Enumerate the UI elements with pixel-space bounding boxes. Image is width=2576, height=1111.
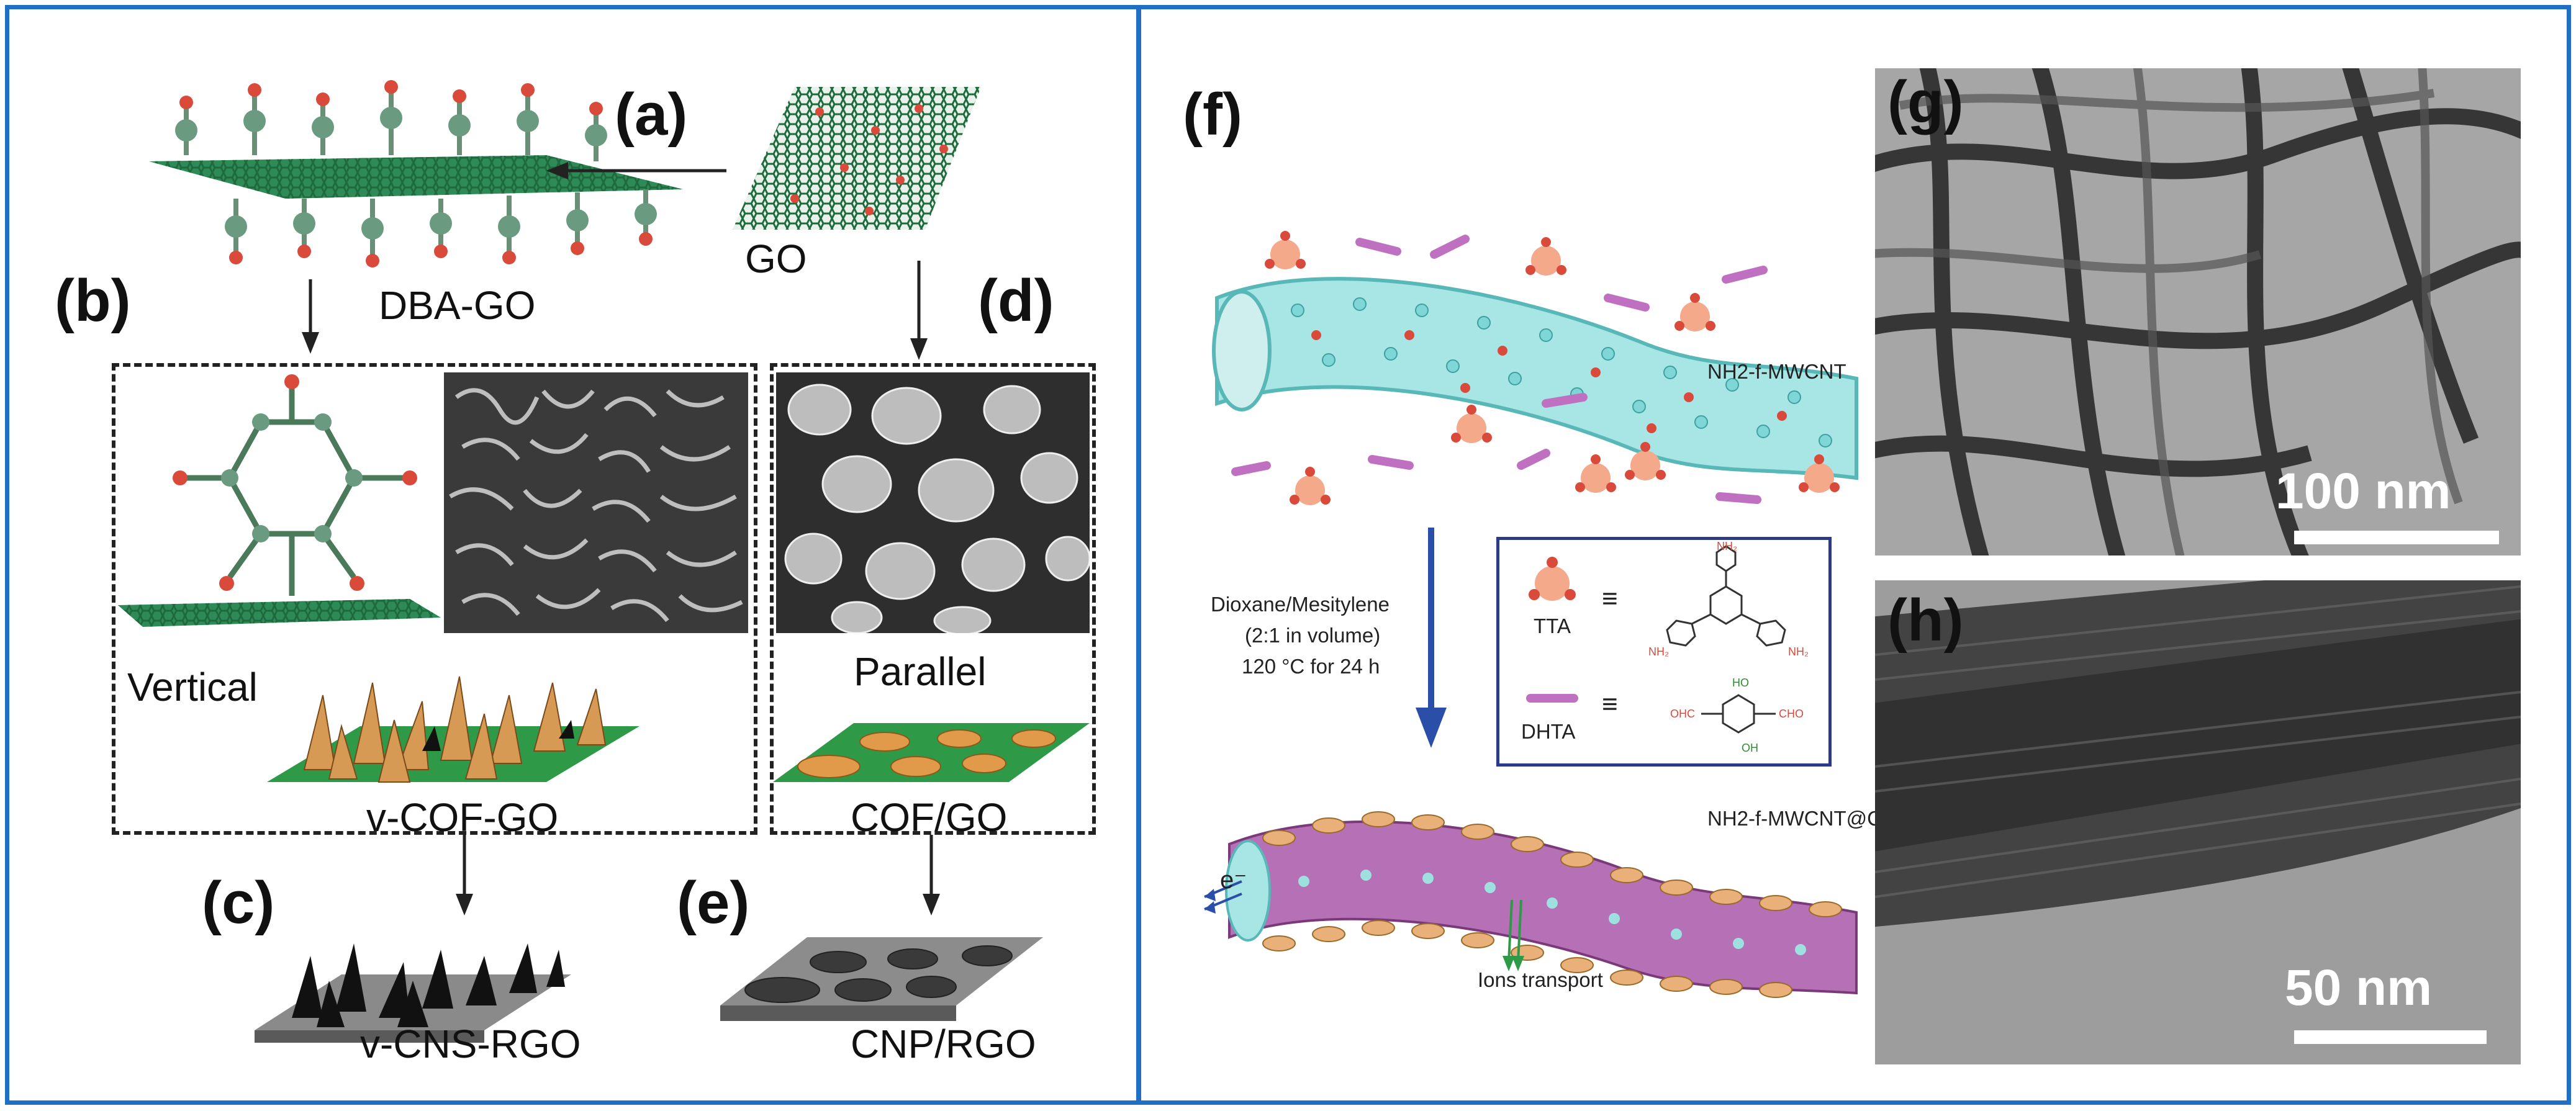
tta-structure bbox=[1666, 545, 1786, 647]
tta-equiv: ≡ bbox=[1602, 583, 1618, 614]
dhta-legend-label: DHTA bbox=[1521, 720, 1576, 743]
vertical-cof-sheet-schematic bbox=[267, 676, 639, 783]
caption-cnp-rgo: CNP/RGO bbox=[851, 1022, 1036, 1066]
scale-text-h: 50 nm bbox=[2285, 960, 2432, 1016]
condition-line3: 120 °C for 24 h bbox=[1242, 655, 1380, 678]
dhta-oh: OH bbox=[1742, 742, 1758, 754]
reaction-arrow bbox=[1416, 528, 1447, 748]
nh2-f-mwcnt-cofs-illustration bbox=[1204, 811, 1858, 998]
vertical-dashed-box bbox=[112, 363, 757, 835]
label-b: (b) bbox=[55, 268, 131, 334]
parallel-dashed-box bbox=[770, 363, 1096, 835]
label-c: (c) bbox=[202, 870, 275, 936]
label-f: (f) bbox=[1183, 81, 1242, 148]
caption-cof-go: COF/GO bbox=[851, 795, 1008, 840]
right-panel-frame bbox=[1136, 5, 2571, 1105]
monomer-legend-box bbox=[1496, 537, 1832, 767]
cnp-rgo-illustration bbox=[720, 937, 1043, 1021]
sem-image-vertical bbox=[444, 372, 748, 633]
label-h: (h) bbox=[1887, 587, 1964, 654]
scale-text-g: 100 nm bbox=[2275, 463, 2451, 520]
nh2-f-mwcnt-label: NH2-f-MWCNT bbox=[1707, 360, 1846, 383]
dhta-cho: CHO bbox=[1779, 708, 1804, 720]
tem-image-h bbox=[1875, 580, 2521, 1064]
arrow-c bbox=[456, 835, 473, 915]
label-a: (a) bbox=[615, 81, 688, 148]
caption-parallel: Parallel bbox=[854, 649, 987, 694]
nh2-f-mwcnt-illustration bbox=[1212, 277, 1858, 480]
tta-dhta-scatter bbox=[1231, 231, 1840, 505]
label-g: (g) bbox=[1887, 69, 1964, 135]
v-cns-rgo-illustration bbox=[255, 943, 571, 1043]
go-sheet-illustration bbox=[733, 87, 981, 230]
dhta-ho: HO bbox=[1732, 677, 1749, 689]
caption-vertical: Vertical bbox=[127, 665, 258, 709]
sem-image-parallel bbox=[776, 372, 1090, 633]
dhta-structure bbox=[1701, 694, 1776, 734]
condition-line1: Dioxane/Mesitylene bbox=[1211, 593, 1390, 616]
tta-nh2-top: NH₂ bbox=[1717, 540, 1737, 552]
arrow-d bbox=[910, 261, 928, 360]
ions-transport-label: Ions transport bbox=[1478, 968, 1603, 991]
electron-label: e⁻ bbox=[1220, 866, 1247, 894]
parallel-cof-sheet-schematic bbox=[773, 723, 1090, 782]
dba-go-illustration bbox=[149, 80, 683, 268]
dhta-equiv: ≡ bbox=[1602, 689, 1618, 719]
arrow-a bbox=[546, 162, 726, 179]
tta-legend-label: TTA bbox=[1534, 614, 1571, 637]
scale-bar-h bbox=[2294, 1030, 2487, 1044]
tta-nh2-left: NH₂ bbox=[1648, 645, 1669, 658]
arrow-b bbox=[302, 279, 319, 354]
caption-v-cns-rgo: v-CNS-RGO bbox=[360, 1022, 581, 1066]
tem-image-g bbox=[1875, 68, 2521, 556]
dhta-legend-symbol bbox=[1526, 694, 1578, 703]
caption-v-cof-go: v-COF-GO bbox=[366, 795, 559, 840]
label-e: (e) bbox=[677, 870, 750, 936]
caption-go: GO bbox=[745, 236, 807, 281]
vertical-cof-molecule bbox=[118, 374, 441, 627]
caption-dba-go: DBA-GO bbox=[379, 283, 536, 328]
arrow-e bbox=[923, 835, 940, 915]
dhta-ohc: OHC bbox=[1670, 708, 1695, 720]
label-d: (d) bbox=[978, 268, 1054, 334]
scale-bar-g bbox=[2294, 531, 2499, 544]
tta-legend-symbol bbox=[1529, 557, 1576, 601]
tta-nh2-right: NH₂ bbox=[1788, 645, 1809, 658]
condition-line2: (2:1 in volume) bbox=[1245, 624, 1381, 647]
